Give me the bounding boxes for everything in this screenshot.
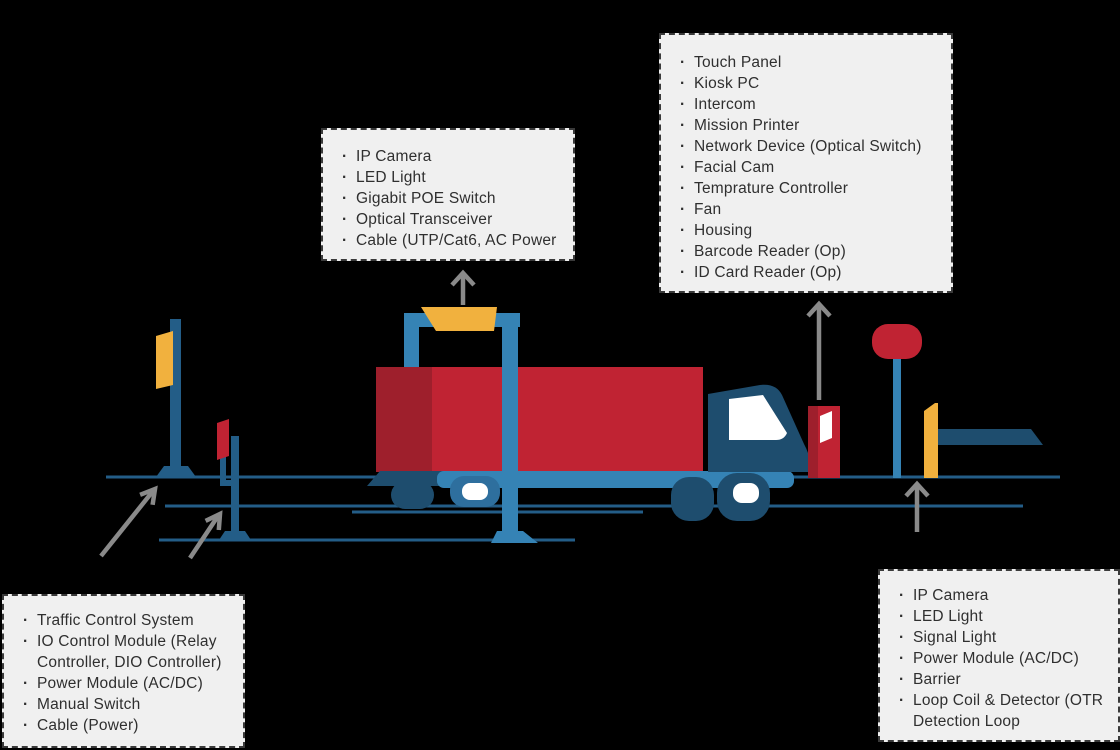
cab-window bbox=[729, 395, 787, 440]
equipment-list: Traffic Control SystemIO Control Module … bbox=[22, 610, 231, 736]
equipment-list: Touch PanelKiosk PCIntercomMission Print… bbox=[679, 52, 939, 283]
wheel-back-group bbox=[391, 481, 434, 509]
list-item: Fan bbox=[679, 199, 939, 220]
list-item: Gigabit POE Switch bbox=[341, 188, 561, 209]
barrier-arm bbox=[938, 429, 1043, 445]
arrow-diagonal-icon bbox=[99, 485, 158, 558]
list-item: Manual Switch bbox=[22, 694, 231, 715]
list-item: Traffic Control System bbox=[22, 610, 231, 631]
led-panel bbox=[156, 331, 173, 389]
list-item: Network Device (Optical Switch) bbox=[679, 136, 939, 157]
cab-window-group bbox=[729, 395, 787, 440]
list-item: Cable (UTP/Cat6, AC Power bbox=[341, 230, 561, 251]
equipment-list: IP CameraLED LightSignal LightPower Modu… bbox=[898, 585, 1106, 732]
roadside-poles bbox=[156, 319, 251, 540]
list-item: Loop Coil & Detector (OTR Detection Loop bbox=[898, 690, 1106, 732]
gantry-right-pole bbox=[502, 313, 518, 533]
list-item: ID Card Reader (Op) bbox=[679, 262, 939, 283]
wheel-hub bbox=[733, 483, 759, 503]
callout-arrows bbox=[99, 269, 930, 560]
list-item: Kiosk PC bbox=[679, 73, 939, 94]
callout-kiosk-equipment: Touch PanelKiosk PCIntercomMission Print… bbox=[659, 33, 953, 293]
arrow-up-icon bbox=[904, 480, 930, 532]
equipment-list: IP CameraLED LightGigabit POE SwitchOpti… bbox=[341, 146, 561, 251]
callout-barrier-equipment: IP CameraLED LightSignal LightPower Modu… bbox=[878, 569, 1120, 742]
kiosk-screen-group bbox=[820, 411, 832, 443]
camera-pole-panel-group bbox=[156, 331, 173, 389]
list-item: LED Light bbox=[341, 167, 561, 188]
kiosk-side-group bbox=[808, 406, 818, 478]
gantry-camera-housing bbox=[421, 307, 497, 331]
gantry-left-pole bbox=[404, 313, 419, 368]
list-item: Housing bbox=[679, 220, 939, 241]
list-item: Facial Cam bbox=[679, 157, 939, 178]
list-item: Signal Light bbox=[898, 627, 1106, 648]
wheel-hub-group bbox=[462, 483, 488, 500]
list-item: IP Camera bbox=[341, 146, 561, 167]
arrow-up-icon bbox=[806, 300, 832, 400]
cab-wheel-hub-group bbox=[733, 483, 759, 503]
list-item: IP Camera bbox=[898, 585, 1106, 606]
list-item: Temprature Controller bbox=[679, 178, 939, 199]
gantry-camera-housing-group bbox=[421, 307, 497, 331]
sensor-panel bbox=[217, 419, 229, 460]
signal-light-head bbox=[872, 324, 922, 359]
trailer-front-panel bbox=[376, 367, 432, 472]
gantry-right-base bbox=[491, 531, 538, 543]
barrier-post-group bbox=[924, 403, 938, 478]
camera-pole-base bbox=[156, 466, 196, 477]
list-item: Mission Printer bbox=[679, 115, 939, 136]
list-item: Barrier bbox=[898, 669, 1106, 690]
wheel bbox=[671, 477, 714, 521]
barrier-arm-group bbox=[938, 429, 1043, 445]
sensor-panel-group bbox=[217, 419, 229, 460]
kiosk-screen bbox=[820, 411, 832, 443]
signal-head-group bbox=[872, 324, 922, 359]
arrow-up-icon bbox=[450, 269, 476, 305]
signal-pole-group bbox=[893, 357, 901, 478]
chassis-skirt-group bbox=[367, 471, 452, 486]
barrier-post bbox=[924, 403, 938, 478]
callout-gantry-equipment: IP CameraLED LightGigabit POE SwitchOpti… bbox=[321, 128, 575, 261]
list-item: LED Light bbox=[898, 606, 1106, 627]
callout-traffic-control-equipment: Traffic Control SystemIO Control Module … bbox=[2, 594, 245, 748]
trailer-front-group bbox=[376, 367, 432, 472]
list-item: Touch Panel bbox=[679, 52, 939, 73]
arrow-diagonal-icon bbox=[188, 510, 223, 560]
signal-light-pole bbox=[893, 357, 901, 478]
camera-pole bbox=[170, 319, 181, 469]
chassis-skirt bbox=[367, 471, 452, 486]
wheel bbox=[391, 481, 434, 509]
list-item: Cable (Power) bbox=[22, 715, 231, 736]
list-item: IO Control Module (Relay Controller, DIO… bbox=[22, 631, 231, 673]
sensor-pole-base bbox=[219, 531, 251, 540]
list-item: Power Module (AC/DC) bbox=[22, 673, 231, 694]
sensor-pole-elbow bbox=[220, 457, 239, 486]
list-item: Barcode Reader (Op) bbox=[679, 241, 939, 262]
wheel-hub bbox=[462, 483, 488, 500]
list-item: Optical Transceiver bbox=[341, 209, 561, 230]
list-item: Power Module (AC/DC) bbox=[898, 648, 1106, 669]
list-item: Intercom bbox=[679, 94, 939, 115]
kiosk-side-panel bbox=[808, 406, 818, 478]
